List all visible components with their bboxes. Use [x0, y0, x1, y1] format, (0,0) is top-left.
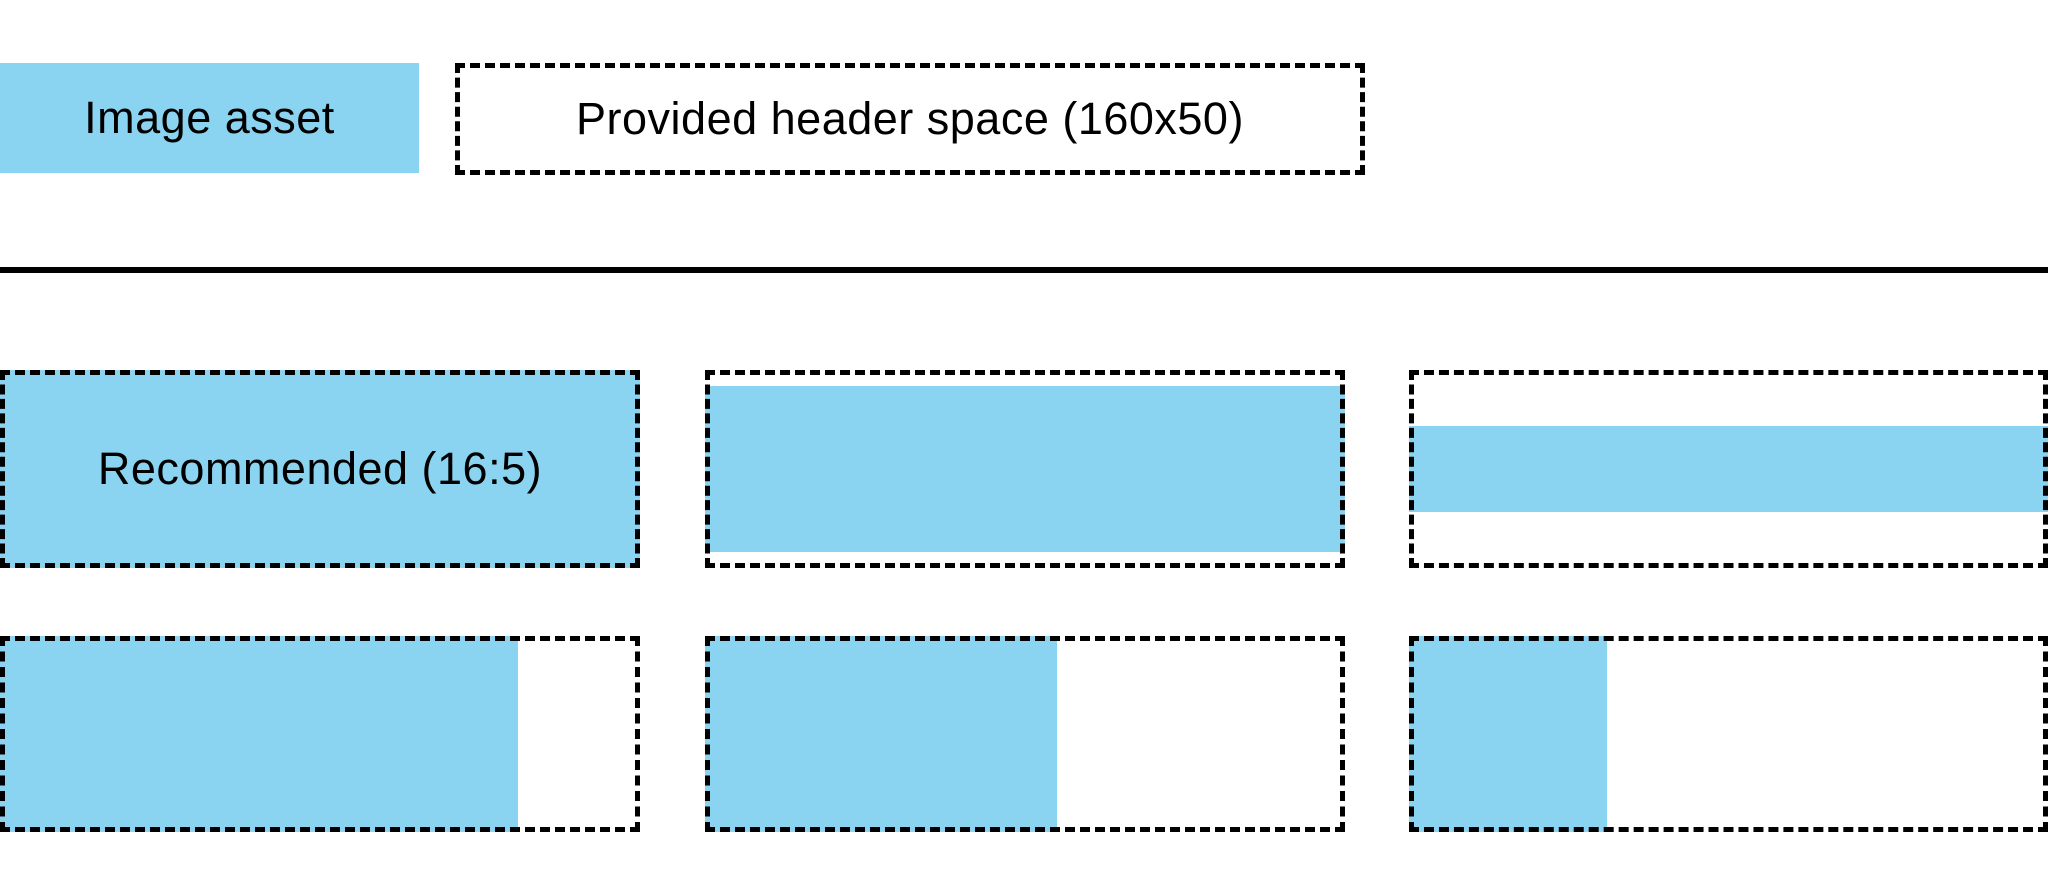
image-asset-fill	[0, 636, 519, 832]
image-asset-fill	[705, 385, 1345, 553]
legend-header-space-label: Provided header space (160x50)	[576, 93, 1244, 144]
asset-frame-full-height-55-width	[705, 636, 1345, 832]
legend-image-asset-chip: Image asset	[0, 63, 419, 173]
legend-image-asset-label: Image asset	[84, 92, 335, 143]
legend-header-space-box: Provided header space (160x50)	[455, 63, 1365, 175]
asset-frame-full-height-31-width	[1409, 636, 2048, 832]
frame-label-recommended-16-5: Recommended (16:5)	[97, 443, 543, 494]
image-asset-fill	[705, 636, 1057, 832]
asset-frame-recommended-16-5: Recommended (16:5)	[0, 370, 640, 568]
asset-frame-full-width-84-height	[705, 370, 1345, 568]
asset-frame-full-height-81-width	[0, 636, 640, 832]
image-asset-fill	[1409, 426, 2048, 512]
divider-line	[0, 267, 2048, 273]
image-asset-fill	[0, 370, 640, 568]
image-asset-fill	[1409, 636, 1608, 832]
asset-frame-full-width-43-band	[1409, 370, 2048, 568]
